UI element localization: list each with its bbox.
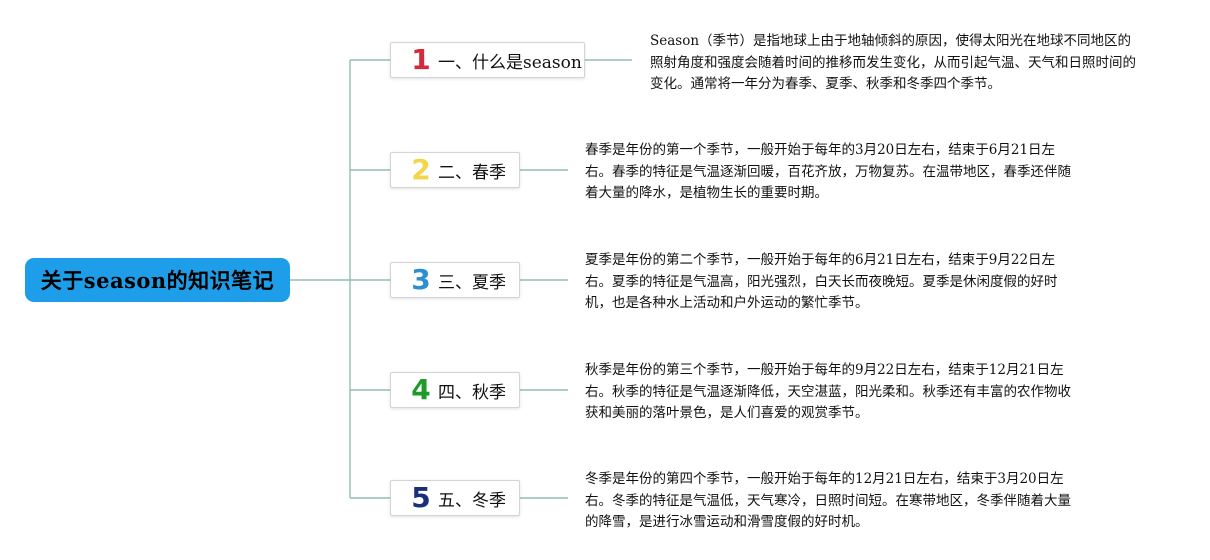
topic-winter[interactable]: 5 五、冬季 <box>390 480 520 516</box>
topic-label: 三、夏季 <box>438 272 506 293</box>
topic-description-autumn: 秋季是年份的第三个季节，一般开始于每年的9月22日左右，结束于12月21日左右。… <box>585 362 1071 421</box>
topic-number-5: 5 <box>411 481 431 514</box>
topic-label: 四、秋季 <box>438 382 506 403</box>
topic-description-spring: 春季是年份的第一个季节，一般开始于每年的3月20日左右，结束于6月21日左右。春… <box>585 142 1071 201</box>
topic-label: 二、春季 <box>438 162 506 183</box>
topic-number-1: 1 <box>411 43 431 76</box>
topic-autumn[interactable]: 4 四、秋季 <box>390 372 520 408</box>
topic-description-summer: 夏季是年份的第二个季节，一般开始于每年的6月21日左右，结束于9月22日左右。夏… <box>585 252 1058 311</box>
root-topic[interactable]: 关于season的知识笔记 <box>25 258 290 302</box>
topic-what-is-season[interactable]: 1 一、什么是season <box>390 42 585 78</box>
topic-label: 一、什么是season <box>438 52 582 73</box>
topic-spring[interactable]: 2 二、春季 <box>390 152 520 188</box>
topic-number-2: 2 <box>411 153 431 186</box>
topic-summer[interactable]: 3 三、夏季 <box>390 262 520 298</box>
root-topic-title: 关于season的知识笔记 <box>40 268 275 293</box>
topic-description-what-is-season: Season（季节）是指地球上由于地轴倾斜的原因，使得太阳光在地球不同地区的照射… <box>650 33 1136 92</box>
topic-description-winter: 冬季是年份的第四个季节，一般开始于每年的12月21日左右，结束于3月20日左右。… <box>585 471 1071 530</box>
topic-label: 五、冬季 <box>438 490 506 511</box>
topic-number-4: 4 <box>411 373 431 406</box>
topic-number-3: 3 <box>411 263 431 296</box>
